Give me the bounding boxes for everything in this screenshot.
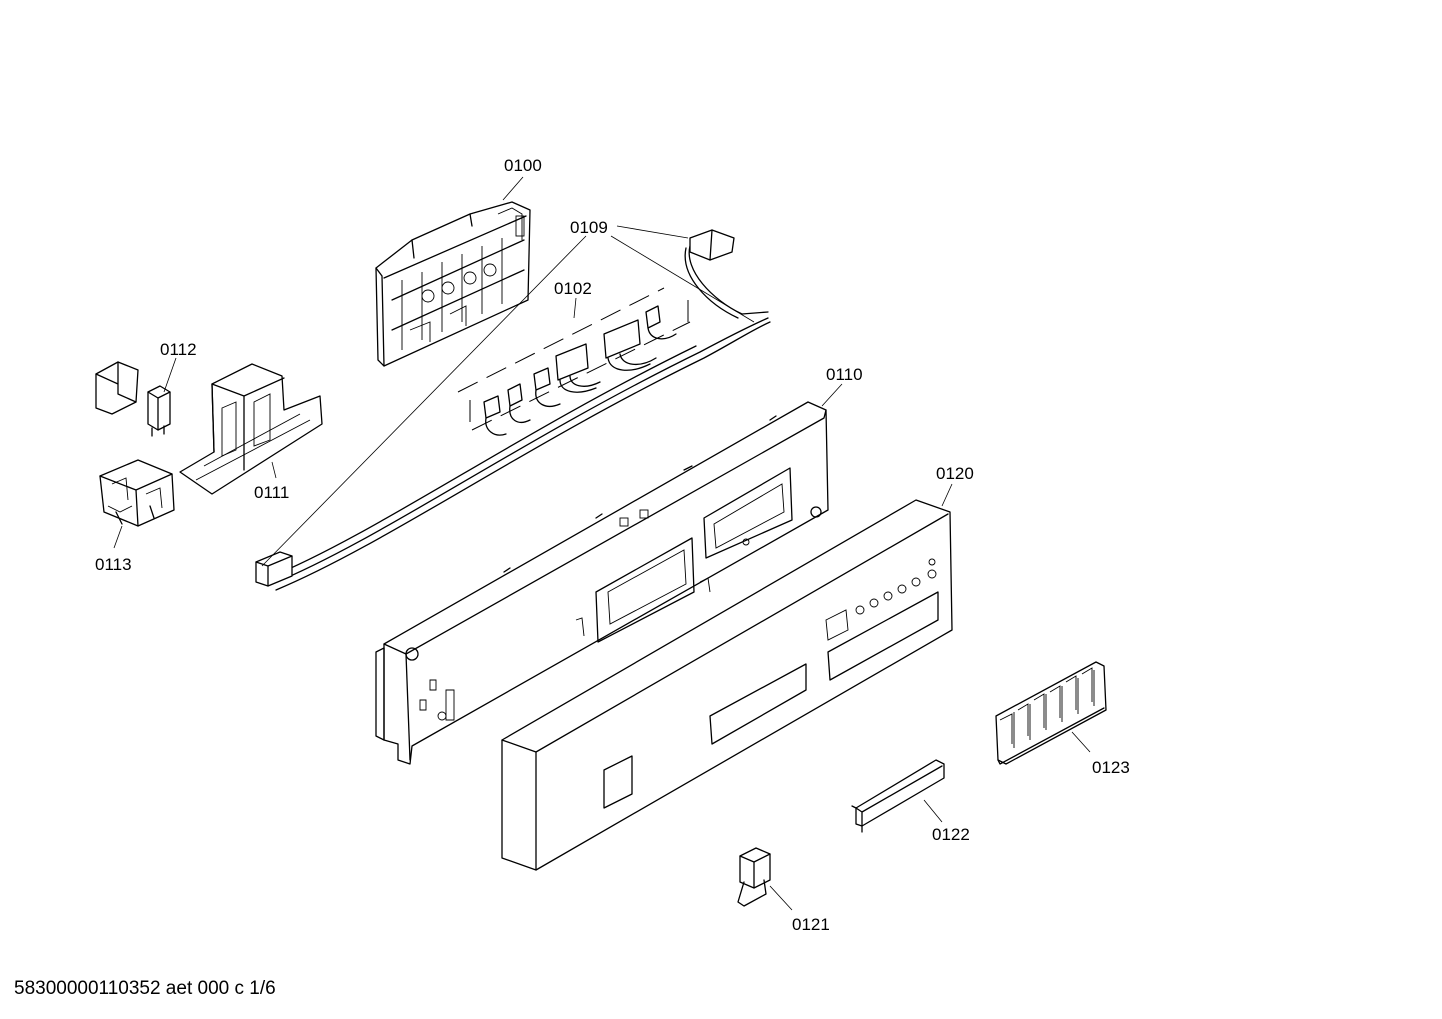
wire-harness-drawing <box>255 229 771 591</box>
front-panel-drawing <box>501 499 953 871</box>
relay-cover-drawing <box>95 361 171 437</box>
part-labels: 0100 0109 0102 0112 0110 0111 0113 0120 … <box>95 156 1130 934</box>
button-strip-drawing <box>995 661 1107 765</box>
connector-set-drawing <box>457 287 691 436</box>
bracket-holder-drawing <box>179 363 323 495</box>
control-module-drawing <box>375 201 531 367</box>
part-label-0111: 0111 <box>254 483 289 502</box>
inner-frame-drawing <box>375 401 829 765</box>
part-label-0122: 0122 <box>932 825 970 844</box>
leader-lines <box>113 176 1091 911</box>
trim-strip-drawing <box>851 759 945 833</box>
part-label-0121: 0121 <box>792 915 830 934</box>
switch-block-drawing <box>99 459 175 527</box>
part-label-0102: 0102 <box>554 279 592 298</box>
part-label-0113: 0113 <box>95 555 132 574</box>
drawing-code: 58300000110352 aet 000 c 1/6 <box>14 978 276 999</box>
part-label-0110: 0110 <box>826 365 863 384</box>
part-label-0123: 0123 <box>1092 758 1130 777</box>
part-label-0112: 0112 <box>160 340 197 359</box>
part-label-0100: 0100 <box>504 156 542 175</box>
small-button-drawing <box>737 847 771 907</box>
part-label-0120: 0120 <box>936 464 974 483</box>
part-label-0109: 0109 <box>570 218 608 237</box>
